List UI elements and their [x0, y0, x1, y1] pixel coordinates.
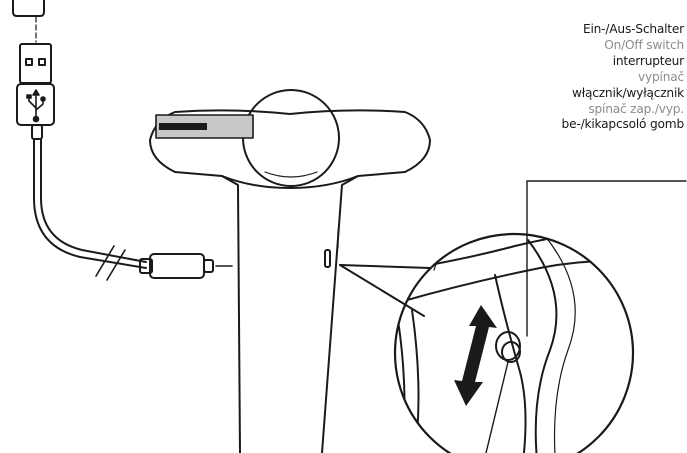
switch-label-de: Ein-/Aus-Schalter [582, 22, 684, 36]
switch-label-list: Ein-/Aus-Schalter On/Off switch interrup… [484, 22, 685, 133]
cable-break-mark-2 [106, 249, 126, 281]
usb-symbol-icon [26, 89, 46, 123]
charging-indicator-bar [159, 123, 207, 130]
callout-line-lower [339, 264, 425, 317]
cable-edge-b [40, 138, 147, 263]
usb-c-plug-icon [139, 253, 214, 279]
callout-line-upper [339, 264, 431, 269]
cable-break-mark-1 [95, 245, 115, 277]
switch-label-pl: włącznik/wyłącznik [571, 85, 684, 100]
switch-label-en: On/Off switch [604, 37, 684, 52]
power-switch-knob [495, 331, 521, 363]
cable-edge-a [33, 138, 147, 269]
double-arrow-icon [454, 305, 497, 406]
power-adapter-outline [12, 0, 45, 17]
usb-a-plug-icon [16, 43, 55, 140]
zoom-detail-circle [393, 232, 635, 453]
switch-label-cs: vypínač [637, 69, 684, 84]
switch-label-hu: be-/kikapcsoló gomb [561, 117, 685, 132]
fan-body [149, 89, 431, 453]
switch-label-sk: spínač zap./vyp. [588, 101, 684, 116]
switch-leader-line [526, 180, 687, 337]
switch-label-fr: interrupteur [612, 53, 684, 68]
switch-pointer-line [485, 361, 509, 453]
